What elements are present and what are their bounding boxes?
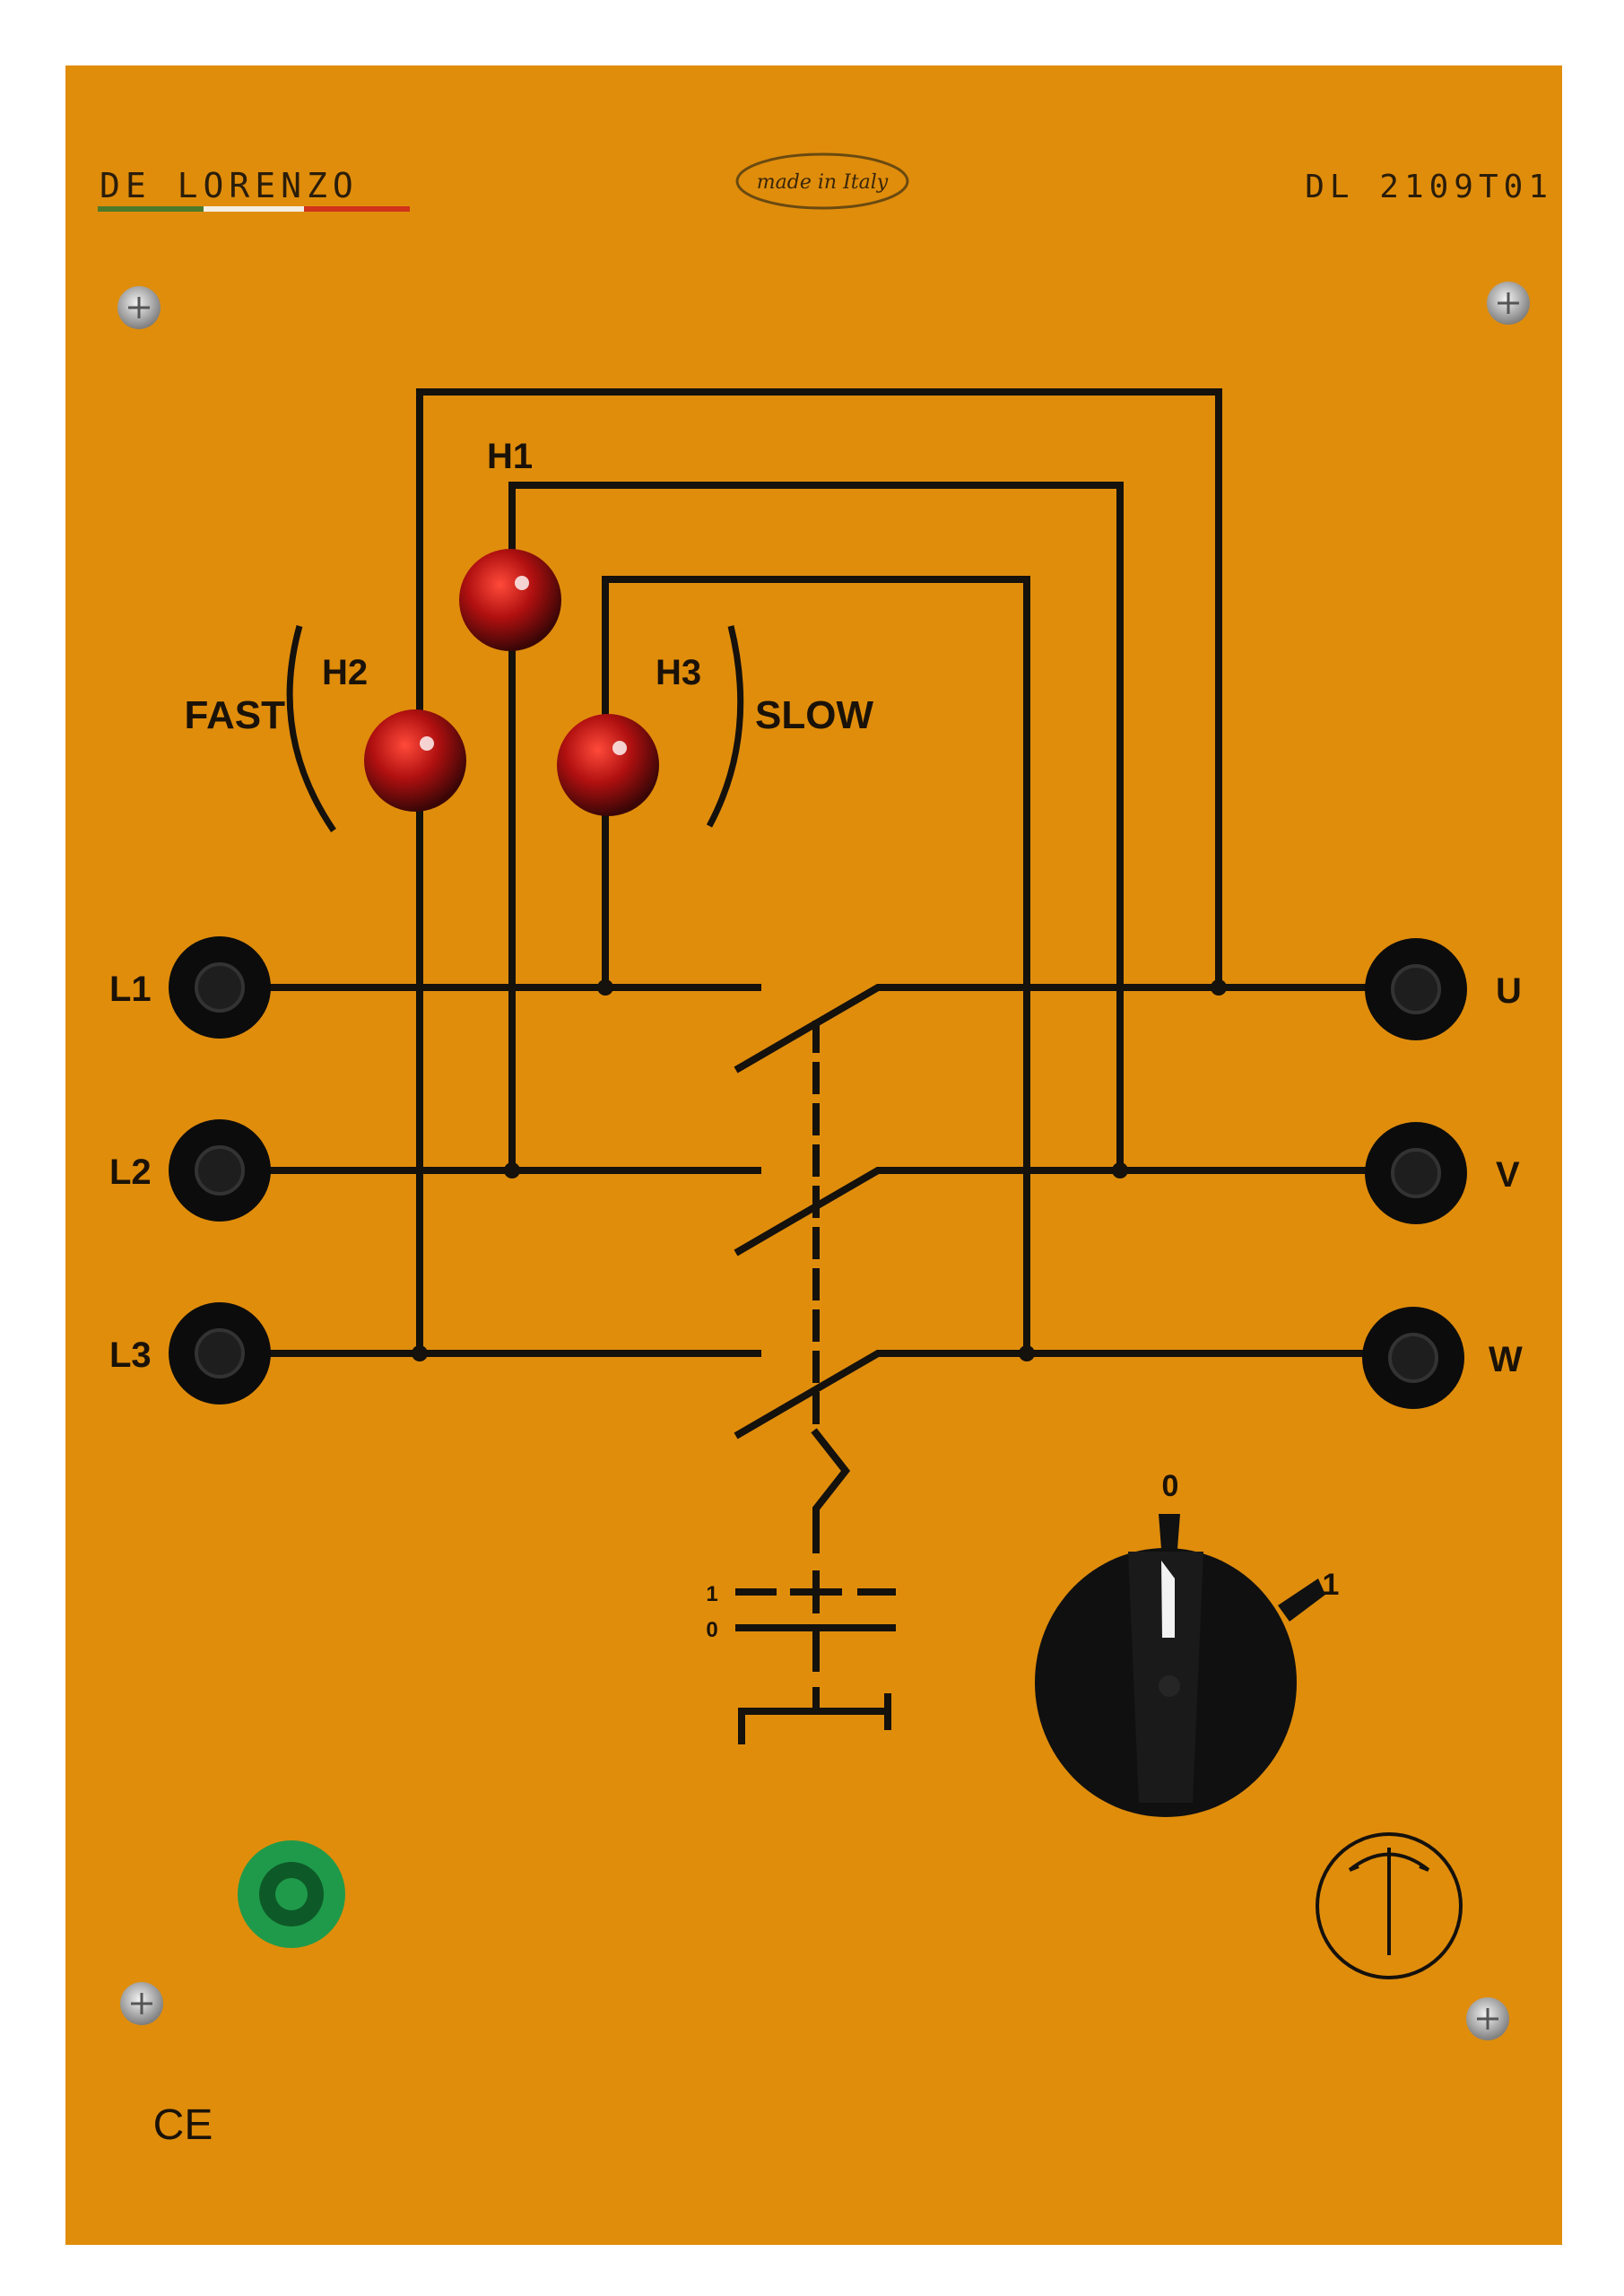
- lamp-h2: [364, 709, 466, 812]
- knob-pointer-icon: [1161, 1561, 1175, 1638]
- brand-logo: DE LORENZO: [100, 166, 359, 205]
- terminal-w[interactable]: [1362, 1307, 1464, 1409]
- terminal-l1[interactable]: [169, 936, 271, 1039]
- switch-position-1-label: 1: [1323, 1568, 1340, 1602]
- fast-arrow-icon: [286, 625, 336, 832]
- screw-icon: [120, 1982, 163, 2025]
- terminal-l2[interactable]: [169, 1119, 271, 1222]
- terminal-v-label: V: [1496, 1155, 1520, 1195]
- lamp-h3-label: H3: [656, 653, 701, 692]
- ce-mark: CE: [153, 2101, 213, 2149]
- terminal-l3[interactable]: [169, 1302, 271, 1405]
- rotary-switch-knob[interactable]: [1035, 1514, 1325, 1817]
- italian-flag-stripe: [98, 206, 410, 212]
- terminal-u[interactable]: [1365, 938, 1467, 1040]
- symbol-on-label: 1: [706, 1582, 717, 1606]
- terminal-w-label: W: [1489, 1340, 1523, 1379]
- terminal-l3-label: L3: [109, 1335, 152, 1375]
- slow-arrow-icon: [706, 625, 744, 828]
- made-in-italy-seal: [735, 152, 909, 210]
- slow-label: SLOW: [755, 693, 873, 737]
- terminal-l2-label: L2: [109, 1152, 152, 1192]
- terminal-u-label: U: [1496, 971, 1522, 1011]
- terminal-l1-label: L1: [109, 970, 152, 1009]
- lamp-h2-label: H2: [322, 653, 368, 692]
- terminal-v[interactable]: [1365, 1122, 1467, 1224]
- lamp-h1-label: H1: [487, 437, 533, 476]
- screw-icon: [1466, 1997, 1509, 2040]
- earth-symbol-icon: [1316, 1832, 1463, 1979]
- made-in-italy-text: made in Italy: [757, 171, 889, 194]
- model-number: DL 2109T01: [1305, 169, 1553, 205]
- fast-label: FAST: [185, 693, 286, 737]
- lamp-h3: [557, 714, 659, 816]
- switch-position-0-label: 0: [1162, 1469, 1179, 1503]
- ground-terminal[interactable]: [238, 1840, 345, 1948]
- lamp-h1: [459, 549, 561, 651]
- switch-symbol: 1 0: [706, 1570, 896, 1744]
- symbol-off-label: 0: [706, 1618, 717, 1642]
- screw-icon: [117, 286, 161, 329]
- screw-icon: [1487, 282, 1530, 325]
